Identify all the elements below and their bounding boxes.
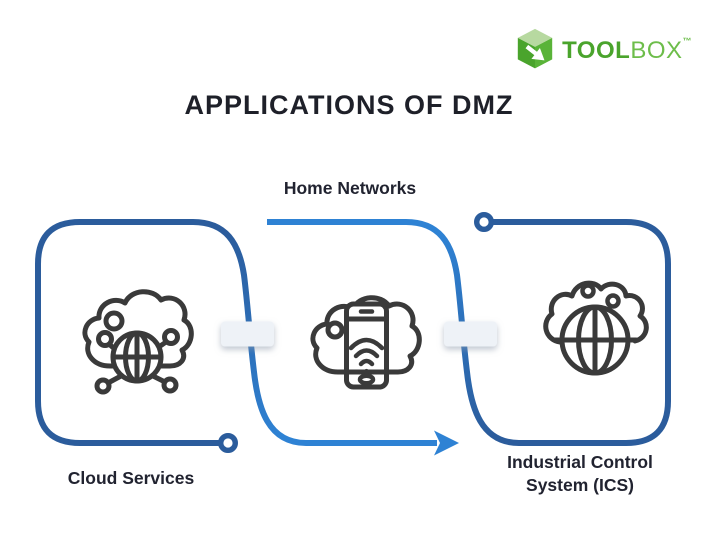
- network-node-bottom-left: [94, 377, 112, 395]
- network-node-bottom-right: [161, 376, 179, 394]
- smartphone-home-button: [357, 373, 376, 386]
- cube-arrow: [525, 44, 545, 61]
- cloud-network-globe-icon: [82, 289, 194, 395]
- cloud-services-label: Cloud Services: [67, 468, 195, 488]
- globe-cloud-icon: [543, 280, 649, 376]
- cloud-services-end-ring: [217, 433, 238, 454]
- network-node-left: [96, 330, 114, 348]
- ics-label: Industrial Control System (ICS): [507, 452, 653, 495]
- page-title: APPLICATIONS OF DMZ: [184, 90, 514, 120]
- cloud-services-box-outline: [35, 219, 219, 446]
- wifi-arc-small: [358, 358, 375, 367]
- cloud-outline: [310, 295, 422, 375]
- toolbox-wordmark: TOOLBOX™: [562, 35, 692, 64]
- cloud-smartphone-wifi-icon: [310, 295, 422, 390]
- ics-start-ring: [474, 211, 495, 232]
- dmz-gate-1: [221, 321, 274, 347]
- wifi-arc-large: [348, 337, 385, 351]
- cloud-dot-left: [580, 283, 596, 299]
- cube-right-face: [535, 37, 553, 69]
- flow-arrowhead: [434, 430, 459, 456]
- logo-text-bold: TOOL: [562, 36, 631, 64]
- ics-box-outline: [493, 219, 671, 446]
- cube-left-face: [517, 37, 536, 69]
- cloud-outline: [543, 280, 649, 345]
- toolbox-cube-icon: [517, 28, 553, 69]
- smartphone-body: [344, 301, 389, 390]
- trademark-symbol: ™: [682, 35, 692, 46]
- dmz-gate-2: [444, 321, 497, 347]
- wifi-dot: [363, 368, 370, 375]
- toolbox-logo: TOOLBOX™: [516, 28, 692, 71]
- cloud-dot: [103, 310, 125, 332]
- cloud-dot: [325, 320, 345, 340]
- cloud-dot-right: [605, 293, 621, 309]
- logo-text-regular: BOX: [630, 36, 683, 64]
- cube-top-face: [517, 28, 553, 47]
- cloud-outline: [82, 289, 194, 369]
- network-node-right: [162, 328, 180, 346]
- home-networks-label: Home Networks: [283, 178, 417, 198]
- wifi-arc-medium: [353, 348, 380, 359]
